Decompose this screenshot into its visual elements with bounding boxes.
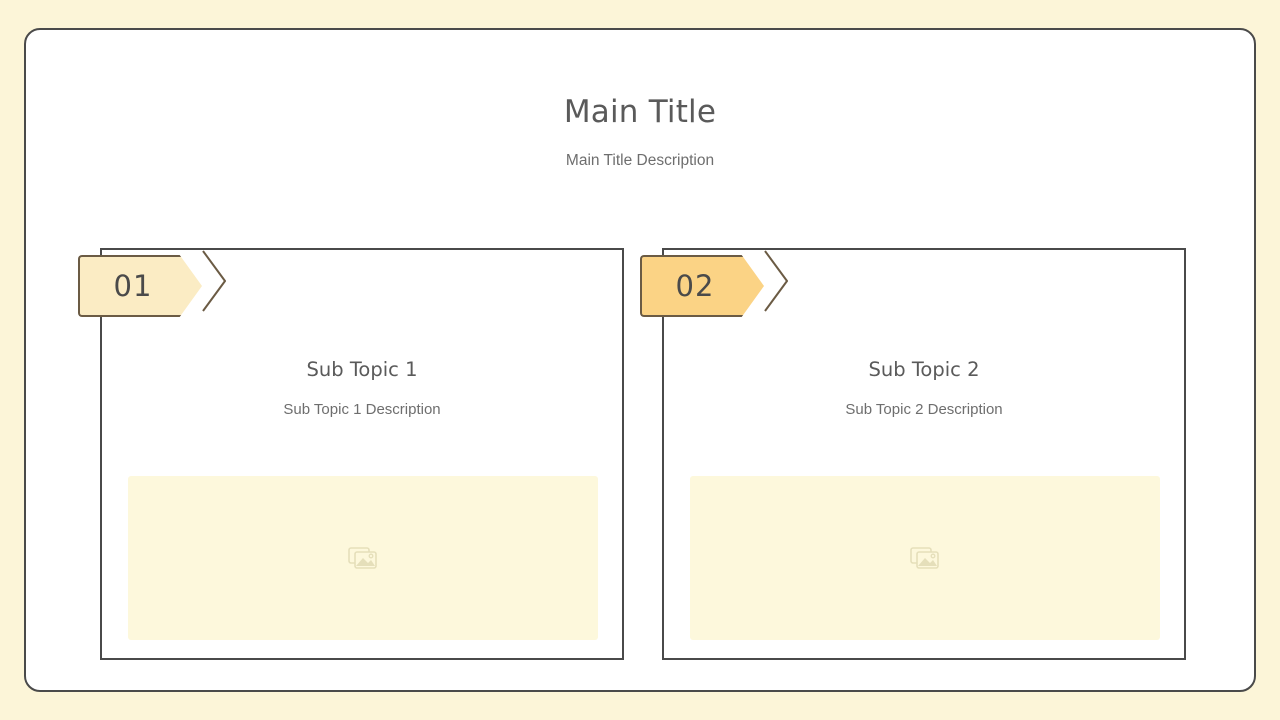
topic-card-1[interactable]: 01 Sub Topic 1 Sub Topic 1 Description bbox=[78, 248, 624, 660]
card-description-2: Sub Topic 2 Description bbox=[845, 401, 1003, 418]
badge-ribbon-1: 01 bbox=[78, 255, 202, 317]
slide-panel: Main Title Main Title Description 01 Sub… bbox=[24, 28, 1256, 692]
badge-number-2: 02 bbox=[675, 269, 715, 303]
topic-card-2[interactable]: 02 Sub Topic 2 Sub Topic 2 Description bbox=[640, 248, 1186, 660]
card-description-1: Sub Topic 1 Description bbox=[283, 401, 441, 418]
image-placeholder-icon bbox=[348, 545, 378, 571]
card-body-1: Sub Topic 1 Sub Topic 1 Description bbox=[102, 250, 622, 658]
cards-area: 01 Sub Topic 1 Sub Topic 1 Description bbox=[26, 30, 1254, 690]
card-title-1: Sub Topic 1 bbox=[306, 358, 418, 381]
card-body-2: Sub Topic 2 Sub Topic 2 Description bbox=[664, 250, 1184, 658]
image-placeholder-1[interactable] bbox=[128, 476, 598, 640]
page-subtitle: Main Title Description bbox=[565, 152, 715, 169]
card-title-2: Sub Topic 2 bbox=[868, 358, 980, 381]
badge-number-1: 01 bbox=[113, 269, 153, 303]
page-title: Main Title bbox=[563, 94, 717, 130]
badge-ribbon-2: 02 bbox=[640, 255, 764, 317]
image-placeholder-2[interactable] bbox=[690, 476, 1160, 640]
slide-header: Main Title Main Title Description bbox=[26, 30, 1254, 170]
image-placeholder-icon bbox=[910, 545, 940, 571]
